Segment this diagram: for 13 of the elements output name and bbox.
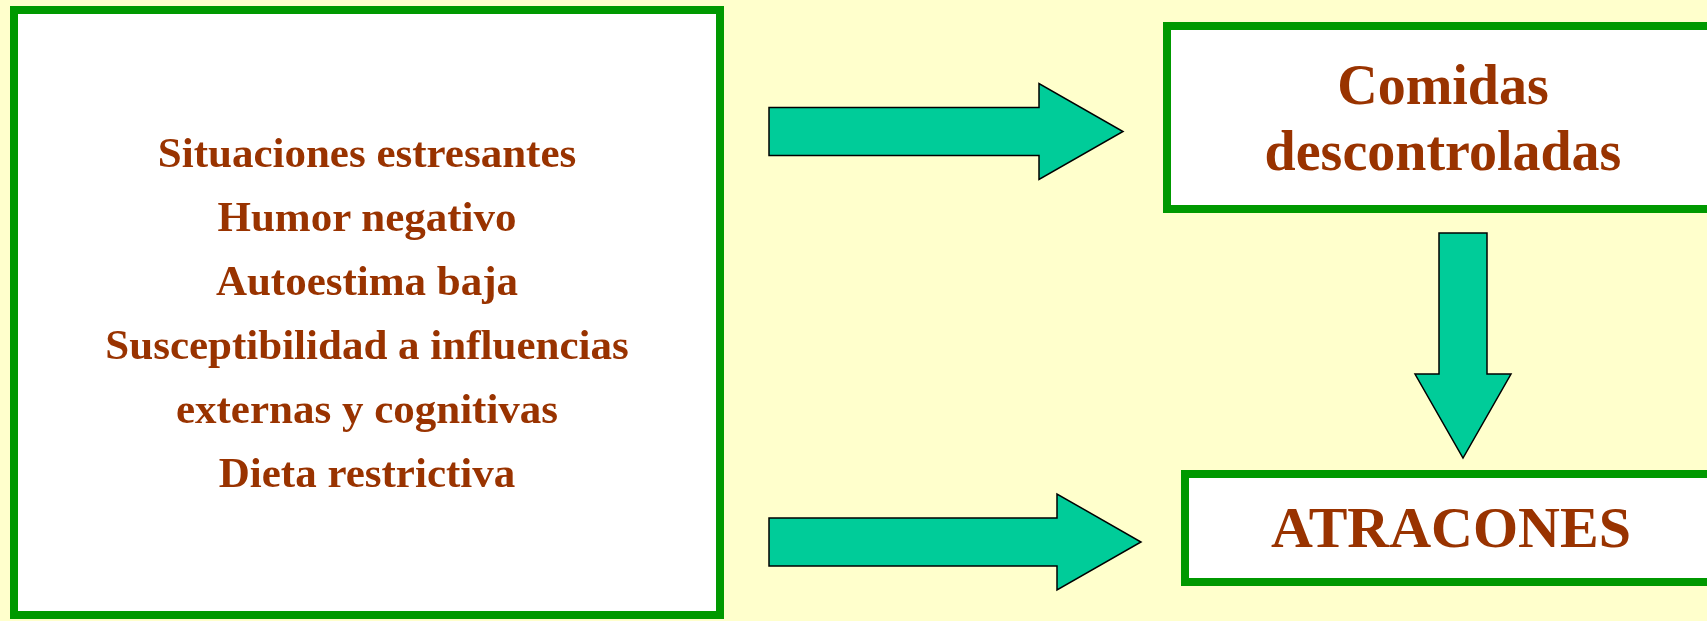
text-box	[1181, 470, 1707, 586]
box-text: Susceptibilidad a influencias externas y cognitivas	[104, 319, 630, 434]
block-arrow	[768, 492, 1143, 592]
box-text: Autoestima baja	[214, 255, 520, 306]
box-text: Dieta restrictiva	[217, 447, 517, 498]
block-arrow	[768, 82, 1125, 181]
box-text: Situaciones estresantes	[156, 127, 578, 178]
box-text: Comidas descontroladas	[1263, 52, 1623, 184]
text-box	[10, 6, 724, 619]
box-text: ATRACONES	[1270, 495, 1632, 561]
text-box	[1163, 22, 1707, 213]
block-arrow	[1413, 232, 1513, 460]
box-text: Humor negativo	[216, 191, 518, 242]
